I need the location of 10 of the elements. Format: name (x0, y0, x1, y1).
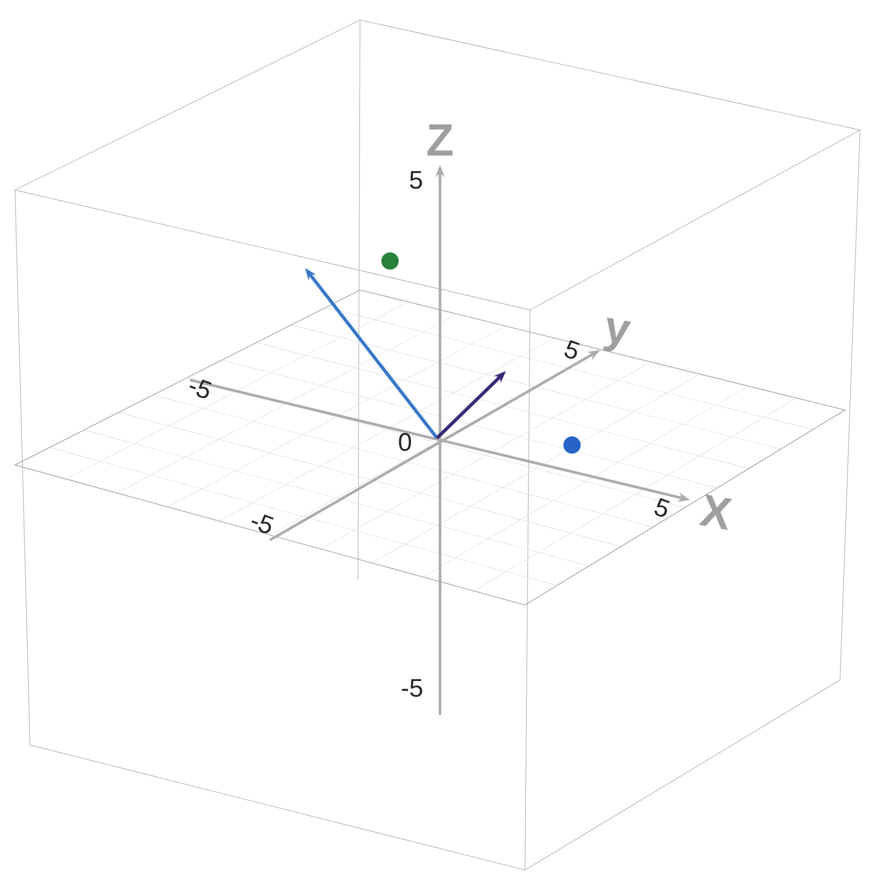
axis-label: y (603, 317, 632, 352)
tick-label: 5 (410, 171, 422, 189)
axis-label: X (698, 494, 732, 530)
tick-label: 5 (564, 340, 580, 359)
tick-label: -5 (252, 514, 274, 534)
axis-label: Z (428, 124, 453, 156)
tick-label: 0 (398, 433, 412, 451)
tick-label: -5 (402, 679, 422, 697)
tick-label: -5 (190, 379, 212, 398)
tick-label: 5 (654, 498, 670, 517)
